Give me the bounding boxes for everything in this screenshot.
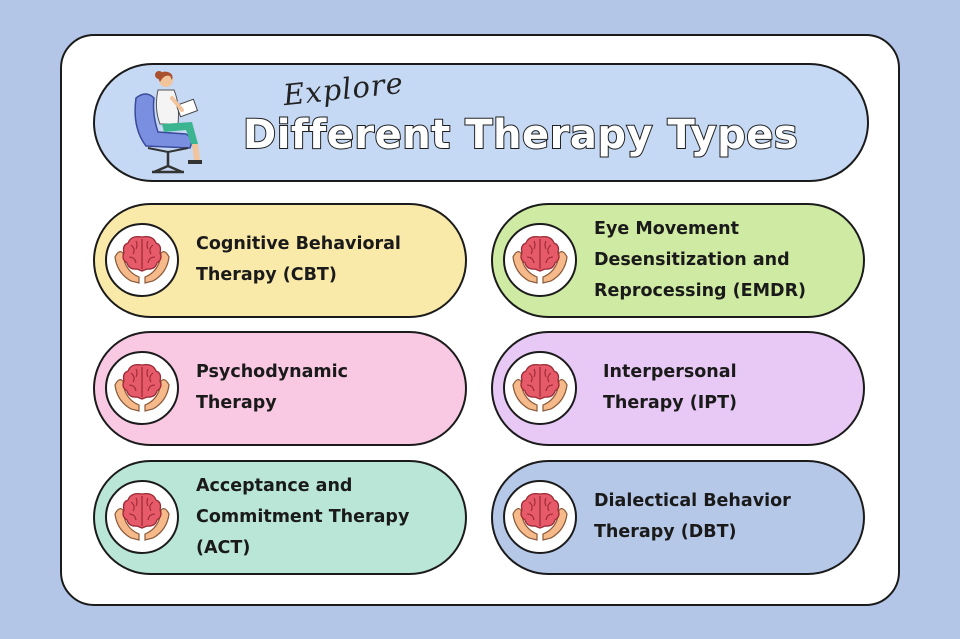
therapy-label: Acceptance and Commitment Therapy (ACT) (196, 462, 458, 572)
brain-in-hands-icon (105, 351, 179, 425)
brain-in-hands-icon (503, 223, 577, 297)
therapy-card-act: Acceptance and Commitment Therapy (ACT) (93, 460, 467, 575)
therapy-label-line: Psychodynamic (196, 362, 349, 382)
therapy-label: Eye Movement Desensitization and Reproce… (594, 205, 856, 315)
brain-in-hands-icon (503, 480, 577, 554)
therapy-label-line: Interpersonal (603, 362, 737, 382)
therapy-label-line: Dialectical Behavior (594, 491, 791, 511)
therapy-label-line: Commitment Therapy (196, 506, 410, 527)
therapy-label: Cognitive Behavioral Therapy (CBT) (196, 205, 458, 315)
therapy-label-line: (ACT) (196, 537, 251, 558)
therapy-label-line: Eye Movement (594, 218, 739, 239)
therapy-card-psychodynamic: Psychodynamic Therapy (93, 331, 467, 446)
therapy-label-line: Reprocessing (EMDR) (594, 280, 807, 301)
therapy-label: Psychodynamic Therapy (196, 333, 458, 443)
therapy-label-line: Therapy (CBT) (196, 265, 337, 285)
brain-in-hands-icon (105, 223, 179, 297)
therapy-label-line: Desensitization and (594, 249, 790, 270)
therapy-label-line: Acceptance and (196, 475, 353, 496)
title-banner (93, 63, 869, 182)
therapy-label-line: Therapy (196, 393, 277, 413)
brain-in-hands-icon (105, 480, 179, 554)
therapy-card-ipt: Interpersonal Therapy (IPT) (491, 331, 865, 446)
therapy-label-line: Cognitive Behavioral (196, 234, 401, 254)
therapy-card-dbt: Dialectical Behavior Therapy (DBT) (491, 460, 865, 575)
brain-in-hands-icon (503, 351, 577, 425)
therapy-label: Interpersonal Therapy (IPT) (603, 333, 865, 443)
therapy-card-cbt: Cognitive Behavioral Therapy (CBT) (93, 203, 467, 318)
page-title: Different Therapy Types (242, 111, 799, 159)
therapy-card-emdr: Eye Movement Desensitization and Reproce… (491, 203, 865, 318)
person-reading-in-chair-illustration (134, 71, 202, 174)
therapy-label: Dialectical Behavior Therapy (DBT) (594, 462, 856, 572)
therapy-label-line: Therapy (DBT) (594, 522, 737, 542)
therapy-label-line: Therapy (IPT) (603, 393, 738, 413)
